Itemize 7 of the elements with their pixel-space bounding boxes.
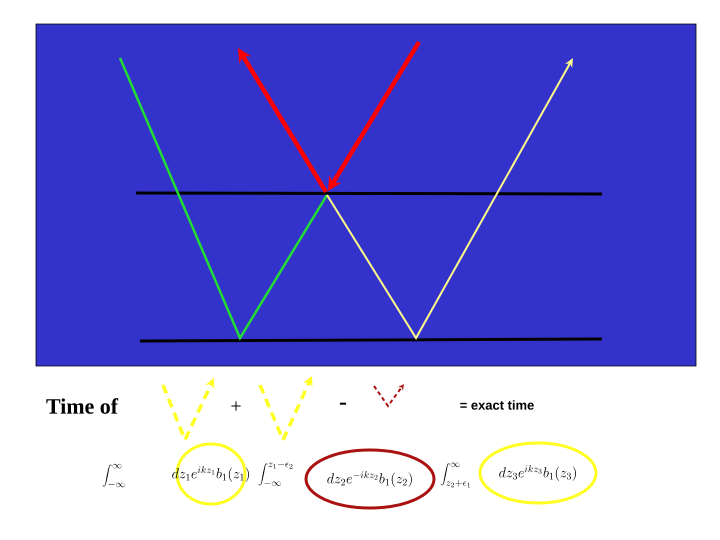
- plus-sign: +: [231, 401, 241, 411]
- minus-sign: -: [340, 402, 346, 405]
- exact-time-label: = exact time: [460, 400, 534, 410]
- integral-sign: $\int_{-\infty}^{\infty}$: [102, 464, 125, 488]
- integral-sign: $\int_{-\infty}^{z_1-\epsilon_2}$: [258, 462, 292, 486]
- integral-sign: $\int_{z_2+\epsilon_1}^{\infty}$: [440, 462, 470, 488]
- time-of-label: Time of: [46, 398, 118, 414]
